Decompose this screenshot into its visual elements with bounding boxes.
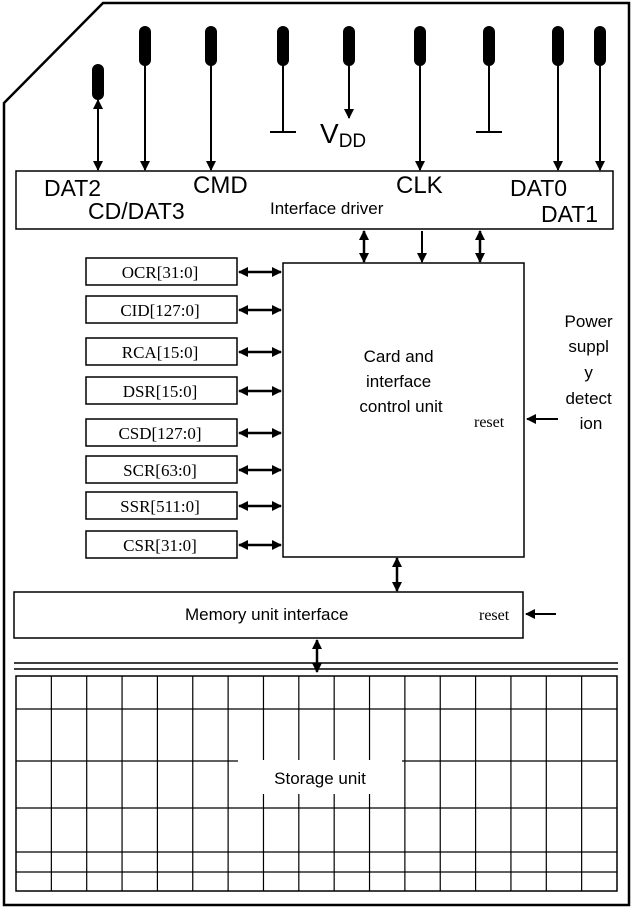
register-box bbox=[85, 530, 238, 559]
pin-dat2 bbox=[92, 64, 104, 171]
register-item: CSD[127:0] bbox=[85, 418, 282, 447]
pin-label-dat2: DAT2 bbox=[44, 175, 101, 201]
storage-grid-border bbox=[15, 675, 618, 892]
register-list: OCR[31:0] CID[127:0] RCA[15:0] DSR[15:0] CSD… bbox=[85, 257, 282, 559]
register-box bbox=[85, 455, 238, 484]
pin-clk bbox=[414, 26, 426, 171]
register-box bbox=[85, 418, 238, 447]
pin-label-dat0: DAT0 bbox=[510, 175, 567, 201]
interface-driver-box bbox=[15, 170, 614, 230]
power-line-5: ion bbox=[580, 414, 603, 433]
memory-interface-box bbox=[13, 591, 524, 639]
storage-label-bg bbox=[238, 760, 402, 794]
control-unit-line-2: interface bbox=[366, 372, 431, 391]
power-supply-label: Power suppl y detect ion bbox=[565, 312, 618, 433]
register-item: SSR[511:0] bbox=[85, 491, 282, 520]
control-unit-label: Card and interface control unit bbox=[359, 347, 442, 416]
power-line-3: y bbox=[584, 363, 593, 382]
pin-cd-dat3 bbox=[139, 26, 151, 171]
pin-gnd-1 bbox=[270, 26, 296, 133]
pin-label-vdd-sub: DD bbox=[339, 131, 366, 152]
pin-cmd bbox=[205, 26, 217, 171]
pin-label-cd-dat3: CD/DAT3 bbox=[88, 198, 185, 224]
register-item: CSR[31:0] bbox=[85, 530, 282, 559]
interface-driver-label: Interface driver bbox=[270, 199, 384, 218]
register-label: DSR[15:0] bbox=[123, 382, 198, 401]
pin-gnd-2 bbox=[476, 26, 502, 133]
register-box bbox=[85, 491, 238, 520]
pin-dat1 bbox=[594, 26, 606, 171]
power-line-4: detect bbox=[565, 389, 612, 408]
register-label: SCR[63:0] bbox=[123, 461, 197, 480]
register-label: RCA[15:0] bbox=[122, 343, 199, 362]
register-item: SCR[63:0] bbox=[85, 455, 282, 484]
pin-label-cmd: CMD bbox=[193, 172, 248, 199]
register-item: OCR[31:0] bbox=[85, 257, 282, 286]
register-label: CID[127:0] bbox=[120, 301, 199, 320]
register-box bbox=[85, 376, 238, 405]
power-line-2: suppl bbox=[568, 337, 609, 356]
register-box bbox=[85, 295, 238, 324]
control-unit-line-1: Card and bbox=[364, 347, 434, 366]
memory-reset-label: reset bbox=[479, 607, 510, 624]
storage-unit-label: Storage unit bbox=[274, 769, 366, 788]
pin-label-vdd-main: V bbox=[320, 118, 339, 149]
pin-dat0 bbox=[552, 26, 564, 171]
pin-label-dat1: DAT1 bbox=[541, 201, 598, 227]
register-label: CSD[127:0] bbox=[118, 424, 201, 443]
power-line-1: Power bbox=[565, 312, 614, 331]
register-item: RCA[15:0] bbox=[85, 337, 282, 366]
pin-label-vdd: VDD bbox=[320, 118, 366, 152]
register-box bbox=[85, 257, 238, 286]
register-item: DSR[15:0] bbox=[85, 376, 282, 405]
register-box bbox=[85, 337, 238, 366]
register-label: SSR[511:0] bbox=[120, 497, 200, 516]
memory-interface-label: Memory unit interface bbox=[185, 605, 348, 624]
control-unit-line-3: control unit bbox=[359, 397, 442, 416]
register-label: OCR[31:0] bbox=[122, 263, 199, 282]
pin-label-clk: CLK bbox=[396, 172, 443, 199]
register-label: CSR[31:0] bbox=[123, 536, 197, 555]
control-unit-box bbox=[282, 262, 525, 558]
control-reset-label: reset bbox=[474, 414, 505, 431]
pin-vdd bbox=[343, 26, 355, 119]
register-item: CID[127:0] bbox=[85, 295, 282, 324]
